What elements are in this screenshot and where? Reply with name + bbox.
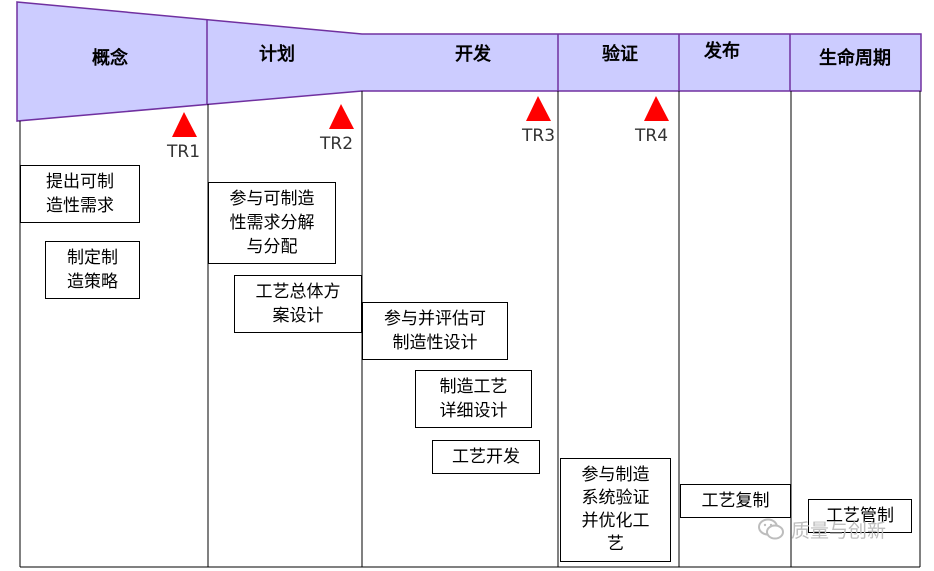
task-evaluate-mfg-design: 参与并评估可 制造性设计	[362, 302, 508, 360]
task-define-mfg-strategy: 制定制 造策略	[45, 241, 140, 299]
tr4-marker-icon	[644, 96, 669, 121]
header-band	[16, 1, 922, 122]
milestone-tr4: TR4	[635, 126, 669, 146]
task-process-control: 工艺管制	[808, 499, 912, 533]
task-process-replication: 工艺复制	[680, 484, 791, 518]
task-overall-process-design: 工艺总体方 案设计	[234, 275, 362, 333]
task-detailed-process-design: 制造工艺 详细设计	[415, 370, 532, 428]
phase-plan: 计划	[259, 44, 295, 65]
phase-release: 发布	[704, 41, 740, 62]
task-process-development: 工艺开发	[432, 440, 540, 474]
wechat-icon	[758, 518, 784, 540]
tr1-marker-icon	[172, 112, 197, 137]
watermark: 质量与创新	[757, 514, 886, 544]
watermark-text: 质量与创新	[791, 519, 887, 542]
task-verify-system: 参与制造 系统验证 并优化工 艺	[560, 458, 671, 562]
phase-develop: 开发	[455, 44, 491, 65]
phase-lifecycle: 生命周期	[819, 48, 891, 69]
task-decompose-mfg-req: 参与可制造 性需求分解 与分配	[208, 182, 336, 264]
tr3-marker-icon	[526, 96, 551, 121]
phase-verify: 验证	[602, 44, 638, 65]
milestone-tr2: TR2	[320, 134, 354, 154]
phase-concept: 概念	[92, 48, 128, 69]
milestone-tr3: TR3	[522, 126, 556, 146]
tr2-marker-icon	[329, 104, 354, 129]
task-propose-mfg-req: 提出可制 造性需求	[20, 165, 140, 223]
milestone-tr1: TR1	[167, 142, 201, 162]
